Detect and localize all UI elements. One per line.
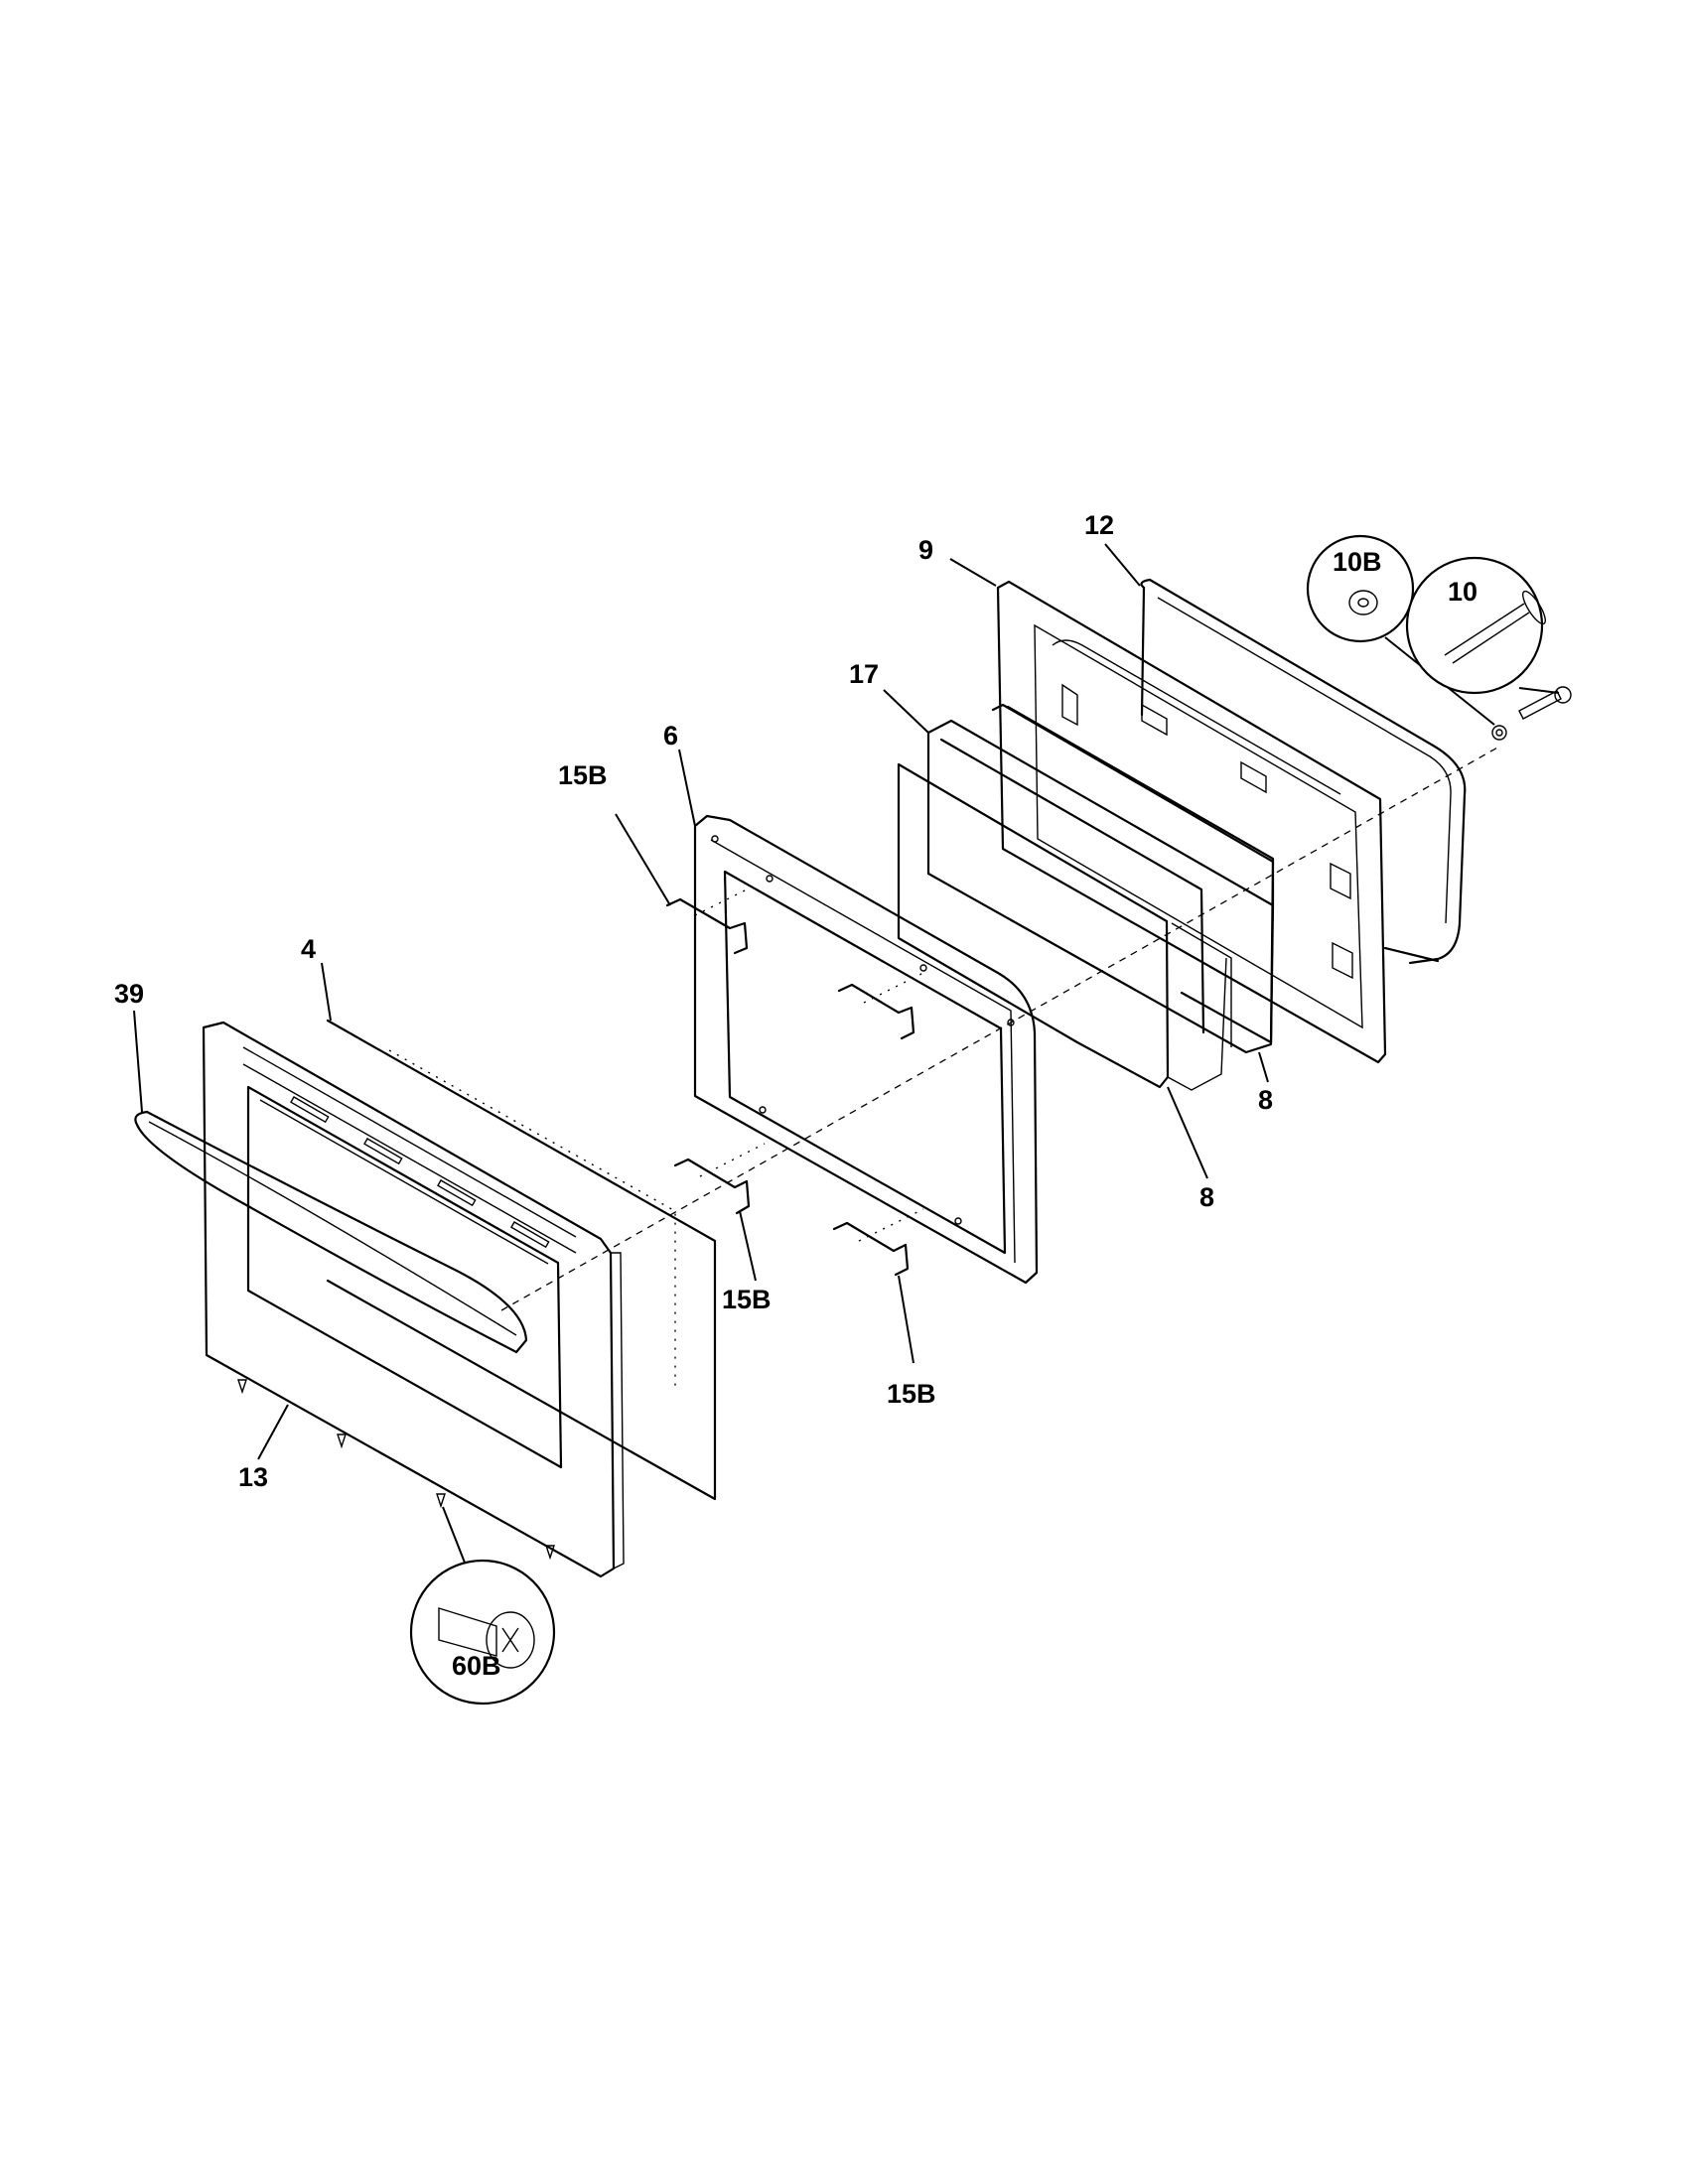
- callout-10: 10: [1448, 577, 1477, 607]
- callout-6: 6: [663, 721, 678, 751]
- part-17-glass-frame: [926, 703, 1275, 1054]
- callout-17: 17: [849, 659, 879, 689]
- callout-9: 9: [918, 535, 933, 565]
- part-12-door-gasket: [1140, 578, 1467, 965]
- callout-4: 4: [301, 934, 316, 964]
- part-4-front-glass-panel: [326, 1019, 717, 1501]
- part-13-outer-door: [202, 1021, 625, 1578]
- callout-13: 13: [238, 1462, 268, 1492]
- part-39-door-handle: [134, 1110, 528, 1354]
- callout-15B-mid: 15B: [722, 1285, 772, 1314]
- callout-8-right: 8: [1258, 1085, 1273, 1115]
- part-9-door-liner: [996, 580, 1387, 1064]
- bubble-60B: [409, 1506, 556, 1706]
- part-60B-screws: [237, 1379, 555, 1561]
- bubble-10: [1405, 556, 1560, 695]
- part-8-front-glass: [897, 762, 1227, 1091]
- callout-39: 39: [114, 979, 144, 1009]
- part-6-inner-frame: [693, 814, 1039, 1285]
- callout-15B-top: 15B: [558, 760, 608, 790]
- leader-lines: [133, 543, 1269, 1460]
- part-15B-clips: [665, 885, 924, 1277]
- bubble-10B: [1306, 534, 1495, 726]
- callout-8-left: 8: [1199, 1182, 1214, 1212]
- callout-labels: 9 12 10B 10 17 6 15B 4 39 8 8 15B 15B 13…: [114, 510, 1477, 1681]
- part-8-rear-glass: [1006, 705, 1275, 1044]
- callout-12: 12: [1084, 510, 1114, 540]
- callout-10B: 10B: [1333, 547, 1382, 577]
- callout-15B-bottom: 15B: [887, 1379, 936, 1409]
- callout-60B: 60B: [452, 1651, 501, 1681]
- part-10-hardware: [1491, 686, 1572, 741]
